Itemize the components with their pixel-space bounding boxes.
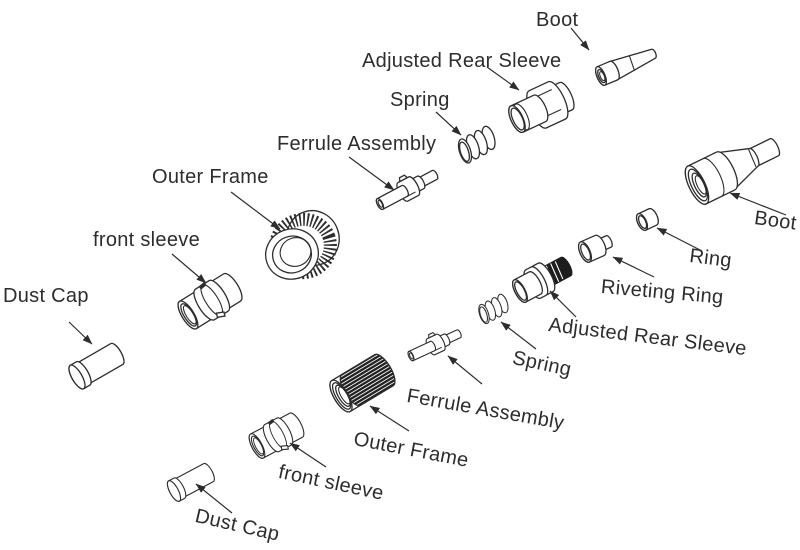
part-boot-bottom (684, 138, 781, 205)
part-dust-cap-bottom (164, 460, 218, 504)
arrow-ring-bottom (656, 227, 703, 252)
arrow-boot-bottom (729, 192, 787, 216)
label-front-sleeve-top: front sleeve (93, 229, 200, 251)
arrow-ferrule-assembly-top (348, 156, 395, 191)
arrow-spring-bottom (500, 321, 537, 350)
part-ferrule-assembly-top (370, 160, 443, 216)
part-ring (635, 207, 659, 232)
arrow-front-sleeve-top (171, 253, 207, 284)
part-outer-frame-bottom (329, 353, 396, 413)
label-outer-frame-top: Outer Frame (152, 166, 269, 188)
label-dust-cap-top: Dust Cap (3, 285, 89, 307)
part-outer-frame-top (265, 210, 340, 280)
part-adjusted-rear-sleeve-bottom (512, 256, 573, 303)
part-riveting-ring (577, 234, 613, 263)
part-dust-cap-top (65, 339, 129, 392)
arrow-dust-cap-top (68, 321, 93, 345)
leader-arrows (68, 27, 787, 514)
part-front-sleeve-top (171, 266, 249, 337)
arrow-dust-cap-bottom (195, 483, 233, 514)
part-adjusted-rear-sleeve-top (508, 80, 575, 134)
label-spring-top: Spring (390, 89, 450, 111)
arrow-outer-frame-bottom (369, 405, 410, 432)
arrow-front-sleeve-bottom (289, 442, 327, 468)
label-boot-top: Boot (536, 9, 579, 31)
arrow-adjusted-rear-sleeve-bottom (549, 290, 577, 318)
arrow-riveting-ring-bottom (612, 256, 655, 278)
part-boot-top (594, 48, 657, 86)
arrow-spring-top (435, 111, 462, 136)
arrow-ferrule-assembly-bottom (447, 355, 483, 385)
part-ferrule-assembly-bottom (403, 321, 465, 366)
arrow-outer-frame-top (230, 191, 281, 230)
arrow-adjusted-rear-sleeve-top (486, 66, 520, 91)
label-adjusted-rear-sleeve-top: Adjusted Rear Sleeve (362, 50, 562, 72)
part-front-sleeve-bottom (244, 407, 310, 465)
arrow-boot-top (570, 27, 590, 51)
part-spring-top (451, 122, 503, 167)
part-spring-bottom (473, 291, 514, 327)
label-ferrule-assembly-top: Ferrule Assembly (277, 133, 437, 155)
